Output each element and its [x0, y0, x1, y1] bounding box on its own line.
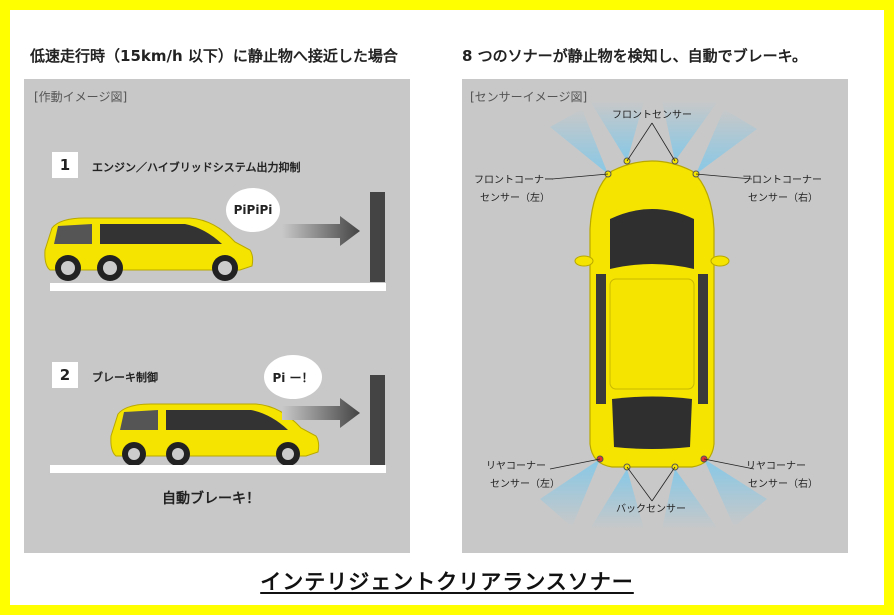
sensor-panel-label: [センサーイメージ図]	[470, 90, 588, 104]
operation-panel	[24, 79, 410, 553]
right-heading: 8 つのソナーが静止物を検知し、自動でブレーキ。	[462, 47, 808, 65]
arrow-right-icon	[282, 398, 360, 428]
car-top-view-icon	[540, 101, 767, 529]
rear-corner-right-label: リヤコーナー	[746, 461, 806, 472]
road-line	[50, 465, 386, 473]
arrow-right-icon	[282, 216, 360, 246]
road-line	[50, 283, 386, 291]
front-corner-right-sub: センサー（右）	[748, 193, 818, 204]
step1-number: 1	[52, 152, 78, 178]
rear-corner-right-sub: センサー（右）	[748, 479, 818, 490]
step1-label: エンジン／ハイブリッドシステム出力抑制	[92, 161, 301, 174]
left-heading: 低速走行時（15km/h 以下）に静止物へ接近した場合	[30, 47, 398, 65]
operation-panel-label: [作動イメージ図]	[34, 90, 128, 104]
step2-number: 2	[52, 362, 78, 388]
front-corner-left-label: フロントコーナー	[474, 175, 554, 186]
rear-corner-left-label: リヤコーナー	[486, 461, 546, 472]
front-corner-right-label: フロントコーナー	[742, 175, 822, 186]
obstacle-wall	[370, 375, 385, 465]
front-corner-left-sub: センサー（左）	[480, 193, 550, 204]
step1-warning-bubble: PiPiPi	[226, 188, 280, 232]
step2-warning-bubble: Pi ー！	[264, 355, 322, 399]
car-side-icon	[44, 217, 254, 281]
step2-label: ブレーキ制御	[92, 371, 158, 384]
car-side-icon	[110, 403, 320, 466]
auto-brake-caption: 自動ブレーキ！	[162, 491, 260, 507]
rear-corner-left-sub: センサー（左）	[490, 479, 560, 490]
page-title: インテリジェントクリアランスソナー	[260, 570, 634, 594]
obstacle-wall	[370, 192, 385, 282]
front-sensor-label: フロントセンサー	[612, 110, 692, 121]
back-sensor-label: バックセンサー	[616, 504, 686, 515]
